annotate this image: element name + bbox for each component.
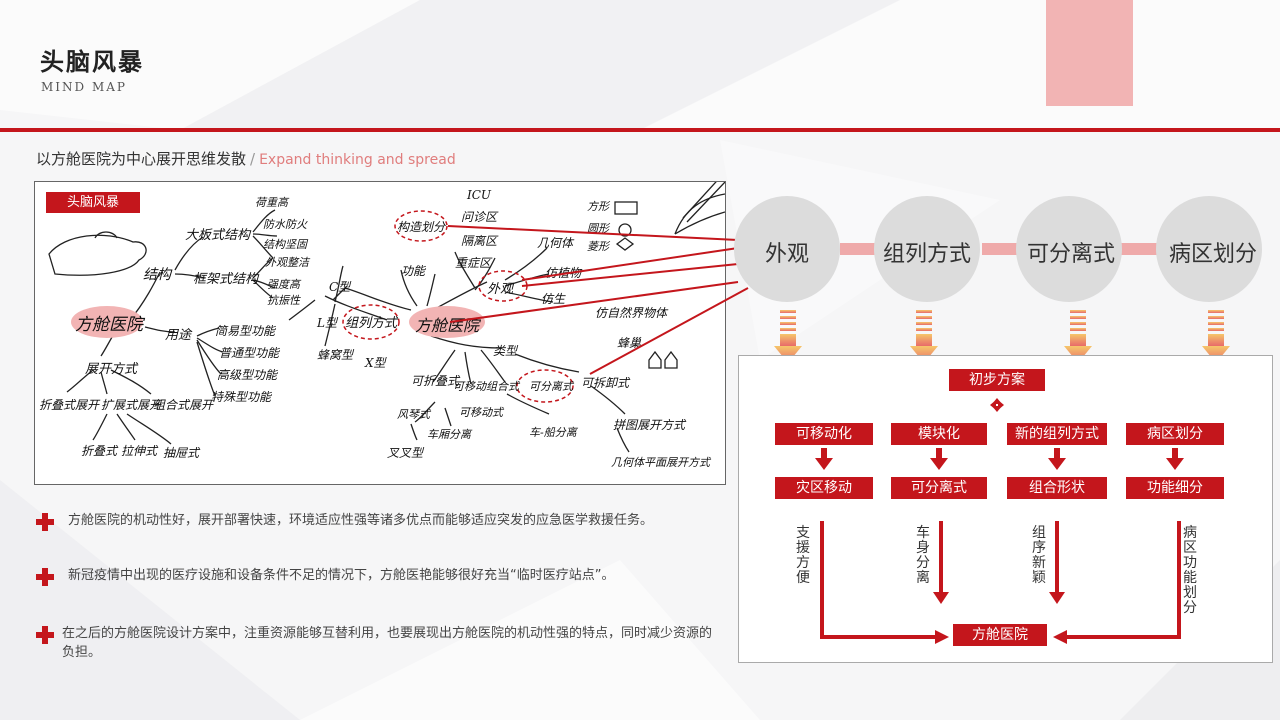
flow-row2-box: 可分离式 <box>891 477 987 499</box>
flow-row1-box: 新的组列方式 <box>1007 423 1107 445</box>
sketch-node: 隔离区 <box>461 234 498 248</box>
page-title: 头脑风暴 <box>40 48 144 76</box>
flow-row1-box: 模块化 <box>891 423 987 445</box>
flow-row2-box: 灾区移动 <box>775 477 873 499</box>
section-heading-en: Expand thinking and spread <box>259 152 456 168</box>
sketch-tag: 头脑风暴 <box>46 192 140 213</box>
sketch-node: 仿植物 <box>545 266 582 280</box>
sketch-node: 框架式结构 <box>193 272 259 287</box>
flow-top-box: 初步方案 <box>949 369 1045 391</box>
sketch-node: 仿自然界物体 <box>595 306 668 320</box>
sketch-node: 可拆卸式 <box>581 376 630 390</box>
sketch-node: 折叠式展开 <box>39 398 100 412</box>
bullet-text: 在之后的方舱医院设计方案中，注重资源能够互替利用，也要展现出方舱医院的机动性强的… <box>62 626 713 660</box>
sketch-node: 特殊型功能 <box>211 390 272 404</box>
flow-bottom-box: 方舱医院 <box>953 624 1047 646</box>
sketch-node: 组合式展开 <box>153 398 214 412</box>
sketch-node: 组列方式 <box>345 316 398 331</box>
concept-circle <box>1016 196 1122 302</box>
circle-label-separable: 可分离式 <box>1026 242 1115 267</box>
red-cross-icon <box>36 626 54 644</box>
circle-label-ward-division: 病区划分 <box>1168 242 1257 267</box>
circle-label-appearance: 外观 <box>764 242 809 267</box>
concept-circle <box>874 196 980 302</box>
flow-row2-box: 组合形状 <box>1007 477 1107 499</box>
sketch-node: C型 <box>329 280 351 294</box>
flow-vertical-label: 组序新颖 <box>1032 525 1046 586</box>
sketch-node: 菱形 <box>587 240 609 253</box>
sketch-node: 简易型功能 <box>215 324 276 338</box>
flow-row1-box: 病区划分 <box>1126 423 1224 445</box>
mind-map-sketch: 头脑风暴 方舱医院 结构 大板式结构 框架式结构 用途 展开方式 简易型功能 普… <box>34 181 726 485</box>
sketch-node: 展开方式 <box>85 362 138 377</box>
circle-connector <box>1120 243 1160 255</box>
page-subtitle: MIND MAP <box>41 80 127 94</box>
four-way-arrow-icon <box>990 398 1004 412</box>
sketch-node: 外观 <box>487 282 514 297</box>
bullet-text: 方舱医院的机动性好，展开部署快速，环境适应性强等诸多优点而能够适应突发的应急医学… <box>68 513 654 528</box>
sketch-node: 车-船分离 <box>529 426 577 439</box>
section-separator: / <box>250 150 256 168</box>
sketch-node: 大板式结构 <box>185 228 251 243</box>
sketch-node: 仿生 <box>541 292 566 306</box>
circle-connector <box>982 243 1022 255</box>
sketch-node: 构造划分 <box>397 220 446 234</box>
sketch-node: 可移动组合式 <box>453 380 519 393</box>
sketch-node: 强度高 <box>267 278 300 291</box>
concept-circle <box>1156 196 1262 302</box>
decor-pink-block <box>1046 0 1133 106</box>
sketch-node: 蜂窝型 <box>317 348 354 362</box>
sketch-node: 结构 <box>143 267 171 283</box>
sketch-node: 蜂巢 <box>617 336 642 350</box>
sketch-node: 抗振性 <box>267 294 300 307</box>
sketch-node: 外观整洁 <box>265 256 309 269</box>
sketch-node: 荷重高 <box>255 196 288 209</box>
sketch-node: L型 <box>317 316 337 330</box>
circle-label-arrangement: 组列方式 <box>882 242 971 267</box>
section-heading-cn: 以方舱医院为中心展开思维发散 <box>36 150 247 168</box>
flow-chart: 初步方案 可移动化 模块化 新的组列方式 病区划分 灾区移动 可分离式 组合形状… <box>738 355 1273 663</box>
sketch-node: 重症区 <box>455 256 492 270</box>
flow-vertical-label: 车身分离 <box>916 525 930 586</box>
sketch-node: 功能 <box>401 264 426 278</box>
sketch-node: 方舱医院 <box>415 316 480 335</box>
red-cross-icon <box>36 513 54 531</box>
sketch-node: 抽屉式 <box>163 446 200 460</box>
sketch-node: 拉伸式 <box>121 444 158 458</box>
sketch-node: 结构坚固 <box>263 238 307 251</box>
sketch-node: 防水防火 <box>263 218 307 231</box>
header-divider <box>0 128 1280 132</box>
sketch-node: 叉叉型 <box>387 446 424 460</box>
sketch-node: 类型 <box>493 344 518 358</box>
sketch-node: 方舱医院 <box>75 315 143 335</box>
flow-vertical-label: 支援方便 <box>796 525 810 586</box>
red-cross-icon <box>36 568 54 586</box>
sketch-node: X型 <box>365 356 386 370</box>
concept-circle <box>734 196 840 302</box>
circle-connector <box>840 243 880 255</box>
sketch-node: 普通型功能 <box>219 346 280 360</box>
sketch-node: 几何体 <box>537 236 574 250</box>
section-heading: 以方舱医院为中心展开思维发散/Expand thinking and sprea… <box>36 148 456 169</box>
sketch-node: 扩展式展开 <box>101 398 162 412</box>
sketch-node: 方形 <box>587 200 609 213</box>
sketch-node: 圆形 <box>587 222 609 235</box>
sketch-node: 风琴式 <box>397 408 430 421</box>
sketch-node: 问诊区 <box>461 210 498 224</box>
flow-row1-box: 可移动化 <box>775 423 873 445</box>
flow-arrows <box>815 398 1184 644</box>
sketch-node: 用途 <box>165 328 192 343</box>
bullet-text: 新冠疫情中出现的医疗设施和设备条件不足的情况下，方舱医艳能够很好充当“临时医疗站… <box>68 568 615 583</box>
sketch-node: 几何体平面展开方式 <box>611 456 710 469</box>
sketch-node: 可移动式 <box>459 406 503 419</box>
sketch-node: 高级型功能 <box>217 368 278 382</box>
sketch-node: 折叠式 <box>81 444 118 458</box>
flow-row2-box: 功能细分 <box>1126 477 1224 499</box>
sketch-node: 可折叠式 <box>411 374 460 388</box>
sketch-node: 车厢分离 <box>427 428 471 441</box>
sketch-node: 可分离式 <box>529 380 573 393</box>
sketch-node: 拼图展开方式 <box>613 418 686 432</box>
sketch-node: ICU <box>467 188 492 202</box>
flow-vertical-label: 病区功能划分 <box>1183 525 1197 616</box>
